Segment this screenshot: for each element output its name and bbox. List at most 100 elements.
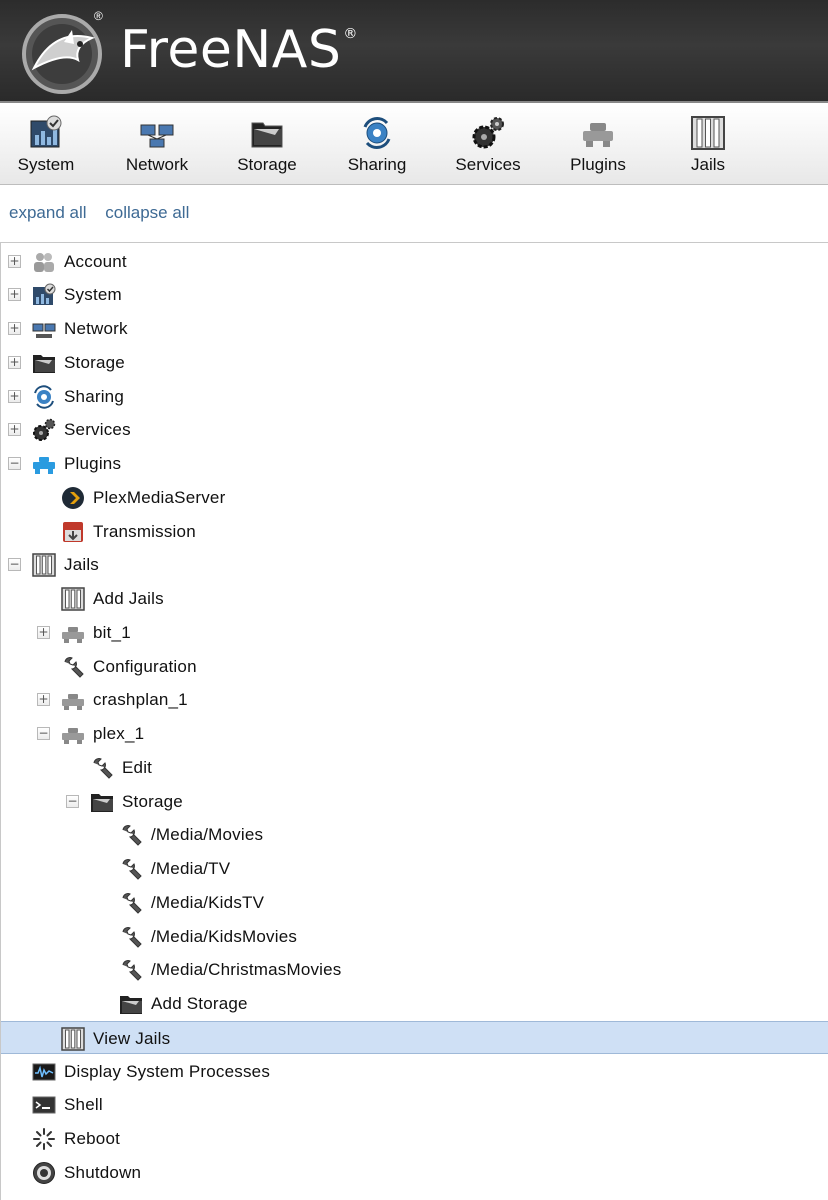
brand-name: FreeNAS® (120, 20, 358, 80)
tree-item-label: plex_1 (93, 724, 145, 743)
plugins-icon (583, 123, 613, 147)
collapse-toggle-icon[interactable]: − (8, 557, 21, 572)
tree-item[interactable]: −Plugins (1, 447, 828, 480)
tree-item[interactable]: +Account (1, 245, 828, 278)
tree-item[interactable]: /Media/KidsMovies (1, 920, 828, 953)
tree-item[interactable]: + System (1, 278, 828, 311)
network-icon (140, 124, 174, 148)
tree-item-label: /Media/ChristmasMovies (151, 960, 342, 980)
tree-item-label: crashplan_1 (93, 690, 188, 710)
jail-plugin-icon (61, 688, 85, 712)
tree-item[interactable]: Add Jails (1, 582, 828, 615)
toolbar-label: Plugins (570, 155, 626, 174)
expand-toggle-icon[interactable]: + (8, 253, 21, 268)
toolbar-system-button[interactable]: System (0, 105, 101, 185)
storage-icon (32, 351, 56, 375)
tree-item-label: Display System Processes (64, 1061, 271, 1081)
jail-plugin-icon (61, 621, 85, 645)
jails-icon (61, 587, 85, 611)
tree-item[interactable]: − Storage (1, 785, 828, 818)
expand-toggle-icon[interactable]: + (37, 692, 50, 707)
expand-toggle-icon[interactable]: + (8, 354, 21, 369)
tree-item-label: Jails (64, 555, 100, 575)
tree-item[interactable]: Transmission (1, 515, 828, 548)
storage-icon (90, 790, 114, 814)
tree-item[interactable]: +Storage (1, 346, 828, 379)
toolbar-services-button[interactable]: Services (433, 105, 543, 185)
navigation-tree: +Account+System+Network+Storage+Sharing+… (0, 242, 828, 1200)
storage-icon (119, 992, 143, 1016)
shell-icon (32, 1093, 56, 1117)
tree-item[interactable]: +bit_1 (1, 616, 828, 649)
tree-item[interactable]: − Jails (1, 548, 828, 581)
tree-item[interactable]: + Network (1, 312, 828, 345)
tree-item[interactable]: /Media/ChristmasMovies (1, 953, 828, 986)
wrench-icon (90, 756, 114, 780)
tree-item-label: Network (64, 319, 128, 338)
tree-item[interactable]: − plex_1 (1, 717, 828, 750)
collapse-toggle-icon[interactable]: − (37, 726, 50, 740)
tree-item-label: Shell (64, 1095, 103, 1115)
tree-item[interactable]: PlexMediaServer (1, 481, 828, 514)
toolbar-network-button[interactable]: Network (102, 105, 212, 185)
tree-item[interactable]: + Services (1, 413, 828, 446)
expand-toggle-icon[interactable]: + (8, 287, 21, 302)
tree-item[interactable]: /Media/Movies (1, 818, 828, 851)
toolbar-label: Jails (690, 155, 725, 174)
tree-item[interactable]: Reboot (1, 1122, 828, 1155)
tree-item-label: Storage (122, 791, 183, 811)
wrench-icon (119, 925, 143, 949)
tree-item[interactable]: Shell (1, 1088, 828, 1121)
jails-icon (61, 1027, 85, 1051)
tree-item[interactable]: Display System Processes (1, 1055, 828, 1088)
collapse-toggle-icon[interactable]: − (66, 793, 79, 808)
system-icon (30, 115, 62, 148)
tree-item[interactable]: Configuration (1, 650, 828, 683)
collapse-toggle-icon[interactable]: − (8, 456, 21, 470)
plex-icon (61, 486, 85, 510)
tree-item[interactable]: Add Storage (1, 987, 828, 1020)
tree-item-label: /Media/TV (151, 859, 231, 878)
toolbar-plugins-button[interactable]: Plugins (543, 105, 653, 185)
toolbar-label: Network (125, 155, 189, 174)
wrench-icon (119, 823, 143, 847)
toolbar-sharing-button[interactable]: Sharing (322, 105, 432, 185)
tree-item-label: System (64, 285, 122, 305)
tree-item-label: PlexMediaServer (93, 487, 226, 507)
expand-toggle-icon[interactable]: + (8, 422, 21, 437)
tree-item-label: Sharing (64, 386, 124, 406)
tree-item[interactable]: /Media/TV (1, 852, 828, 885)
tree-item[interactable]: + crashplan_1 (1, 683, 828, 716)
tree-item[interactable]: Shutdown (1, 1156, 828, 1189)
expand-toggle-icon[interactable]: + (8, 388, 21, 403)
toolbar-jails-button[interactable]: Jails (653, 105, 763, 185)
tree-item[interactable]: + Sharing (1, 380, 828, 413)
wrench-icon (119, 958, 143, 982)
tree-item-label: Services (64, 420, 131, 440)
tree-actions: expand all collapse all (9, 203, 203, 223)
expand-toggle-icon[interactable]: + (37, 624, 50, 639)
tree-item-label: /Media/Movies (151, 825, 264, 845)
tree-item-label: /Media/KidsMovies (151, 926, 298, 946)
jail-plugin-icon (61, 722, 85, 746)
storage-icon (251, 122, 283, 148)
expand-all-link[interactable]: expand all (9, 203, 87, 222)
freenas-shark-logo-icon (22, 14, 102, 94)
jails-icon (691, 116, 725, 150)
plugins-icon (32, 452, 56, 476)
tree-item-label: Configuration (93, 656, 197, 676)
reboot-icon (32, 1127, 56, 1151)
services-icon (32, 418, 56, 442)
tree-item[interactable]: /Media/KidsTV (1, 886, 828, 919)
tree-item-label: Edit (122, 757, 153, 777)
toolbar-storage-button[interactable]: Storage (212, 105, 322, 185)
toolbar-label: Services (455, 155, 521, 174)
expand-toggle-icon[interactable]: + (8, 321, 21, 335)
tree-item[interactable]: Edit (1, 751, 828, 784)
wrench-icon (61, 655, 85, 679)
tree-item-label: /Media/KidsTV (151, 892, 265, 912)
tree-item-label: Add Storage (151, 994, 248, 1013)
top-toolbar: System Network Storage Sharing (0, 105, 828, 185)
collapse-all-link[interactable]: collapse all (105, 203, 190, 222)
tree-item[interactable]: View Jails (1, 1020, 828, 1054)
